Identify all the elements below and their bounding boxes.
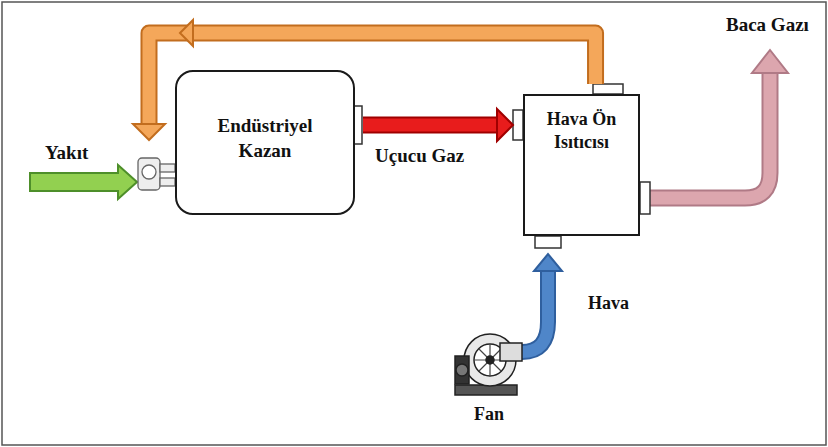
fuel-arrow: [30, 165, 137, 199]
edge-label: Uçucu Gaz: [375, 145, 464, 167]
arrow-head: [180, 20, 193, 46]
fuel-label: Yakıt: [45, 142, 88, 164]
fan-symbol: [455, 334, 522, 395]
arrow-head: [497, 109, 513, 141]
burner-symbol: [138, 158, 175, 190]
boiler-box: Endüstriyel Kazan: [175, 70, 355, 215]
air-preheater-box: Hava Ön Isıtıcısı: [523, 94, 640, 236]
fan-label: Fan: [474, 404, 504, 425]
pipe-flange: [354, 84, 650, 248]
pipe-outline: [363, 117, 497, 134]
air-label: Hava: [588, 293, 629, 314]
pipe-connector: [363, 109, 513, 141]
pipe-fill: [363, 119, 497, 132]
air-arrow: [522, 254, 562, 352]
flue-gas-arrow: [648, 50, 788, 198]
arrow-head: [133, 124, 165, 140]
node-title: Hava Ön Isıtıcısı: [537, 108, 627, 155]
node-title: Endüstriyel Kazan: [205, 114, 325, 163]
flue-gas-label: Baca Gazı: [726, 14, 809, 36]
